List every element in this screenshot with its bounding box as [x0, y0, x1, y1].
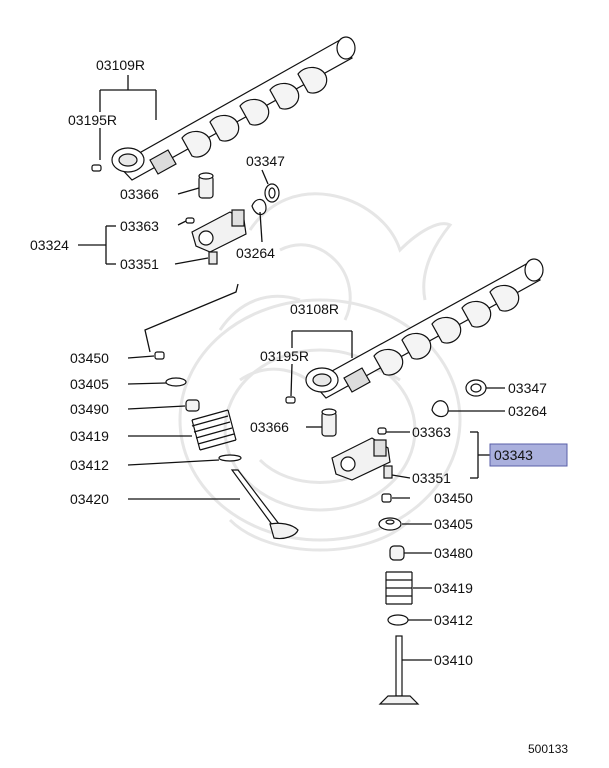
- valve-stem-seal-left: [185, 399, 200, 412]
- valve-keeper-right: [381, 493, 392, 503]
- label-03412-left[interactable]: 03412: [70, 457, 109, 473]
- label-03419-left[interactable]: 03419: [70, 428, 109, 444]
- label-03410[interactable]: 03410: [434, 652, 473, 668]
- pin-03363-lower: [377, 427, 387, 435]
- label-03195R-top[interactable]: 03195R: [68, 112, 117, 128]
- leader-lines-top: [78, 75, 269, 353]
- spring-seat-left: [218, 454, 242, 462]
- gasket-03264-lower: [431, 400, 449, 418]
- label-03109R[interactable]: 03109R: [96, 57, 145, 73]
- rocker-arm-lower: [331, 437, 391, 481]
- label-03324[interactable]: 03324: [30, 237, 69, 253]
- lash-adjuster-upper: [198, 172, 214, 199]
- valve-keeper-left: [154, 351, 165, 360]
- spring-retainer-left: [165, 377, 187, 387]
- label-03343[interactable]: 03343: [494, 447, 533, 463]
- leader-lines-left: [127, 355, 240, 500]
- label-03264-right[interactable]: 03264: [508, 403, 547, 419]
- camshaft-lower: [305, 258, 544, 399]
- label-03363-right[interactable]: 03363: [412, 424, 451, 440]
- screw-03351-upper: [208, 251, 218, 265]
- lash-adjuster-lower: [321, 408, 337, 437]
- camshaft-upper: [111, 36, 356, 181]
- label-03366-right[interactable]: 03366: [250, 419, 289, 435]
- label-03195R-bottom[interactable]: 03195R: [260, 348, 309, 364]
- label-03347-top[interactable]: 03347: [246, 153, 285, 169]
- label-03419-right[interactable]: 03419: [434, 580, 473, 596]
- label-03405-right[interactable]: 03405: [434, 516, 473, 532]
- label-03480[interactable]: 03480: [434, 545, 473, 561]
- rocker-arm-upper: [191, 209, 247, 253]
- pin-03363-upper: [185, 217, 195, 224]
- label-03363-top[interactable]: 03363: [120, 218, 159, 234]
- callout-labels: 03109R 03195R 03347 03366 03363 03324 03…: [30, 57, 568, 756]
- label-03420[interactable]: 03420: [70, 491, 109, 507]
- label-03351-right[interactable]: 03351: [412, 470, 451, 486]
- highlight-box-03343[interactable]: [489, 443, 568, 467]
- leader-lines-right: [290, 330, 505, 661]
- label-03412-right[interactable]: 03412: [434, 612, 473, 628]
- label-03450-right[interactable]: 03450: [434, 490, 473, 506]
- spring-seat-right: [387, 614, 409, 626]
- label-03405-left[interactable]: 03405: [70, 376, 109, 392]
- valve-left: [230, 469, 299, 540]
- dowel-pin-lower: [285, 396, 296, 404]
- dowel-pin-upper: [91, 164, 102, 172]
- diagram-id: 500133: [528, 742, 568, 756]
- label-03490[interactable]: 03490: [70, 401, 109, 417]
- label-03366-top[interactable]: 03366: [120, 186, 159, 202]
- label-03347-right[interactable]: 03347: [508, 380, 547, 396]
- valve-spring-right: [385, 571, 413, 605]
- valve-spring-left: [191, 409, 237, 451]
- screw-03351-lower: [383, 465, 393, 479]
- label-03450-left[interactable]: 03450: [70, 350, 109, 366]
- label-03351-top[interactable]: 03351: [120, 256, 159, 272]
- label-03264-top[interactable]: 03264: [236, 245, 275, 261]
- label-03108R[interactable]: 03108R: [290, 301, 339, 317]
- gasket-03264-upper: [251, 198, 267, 216]
- valve-right: [378, 635, 420, 705]
- valve-stem-seal-right: [389, 545, 405, 561]
